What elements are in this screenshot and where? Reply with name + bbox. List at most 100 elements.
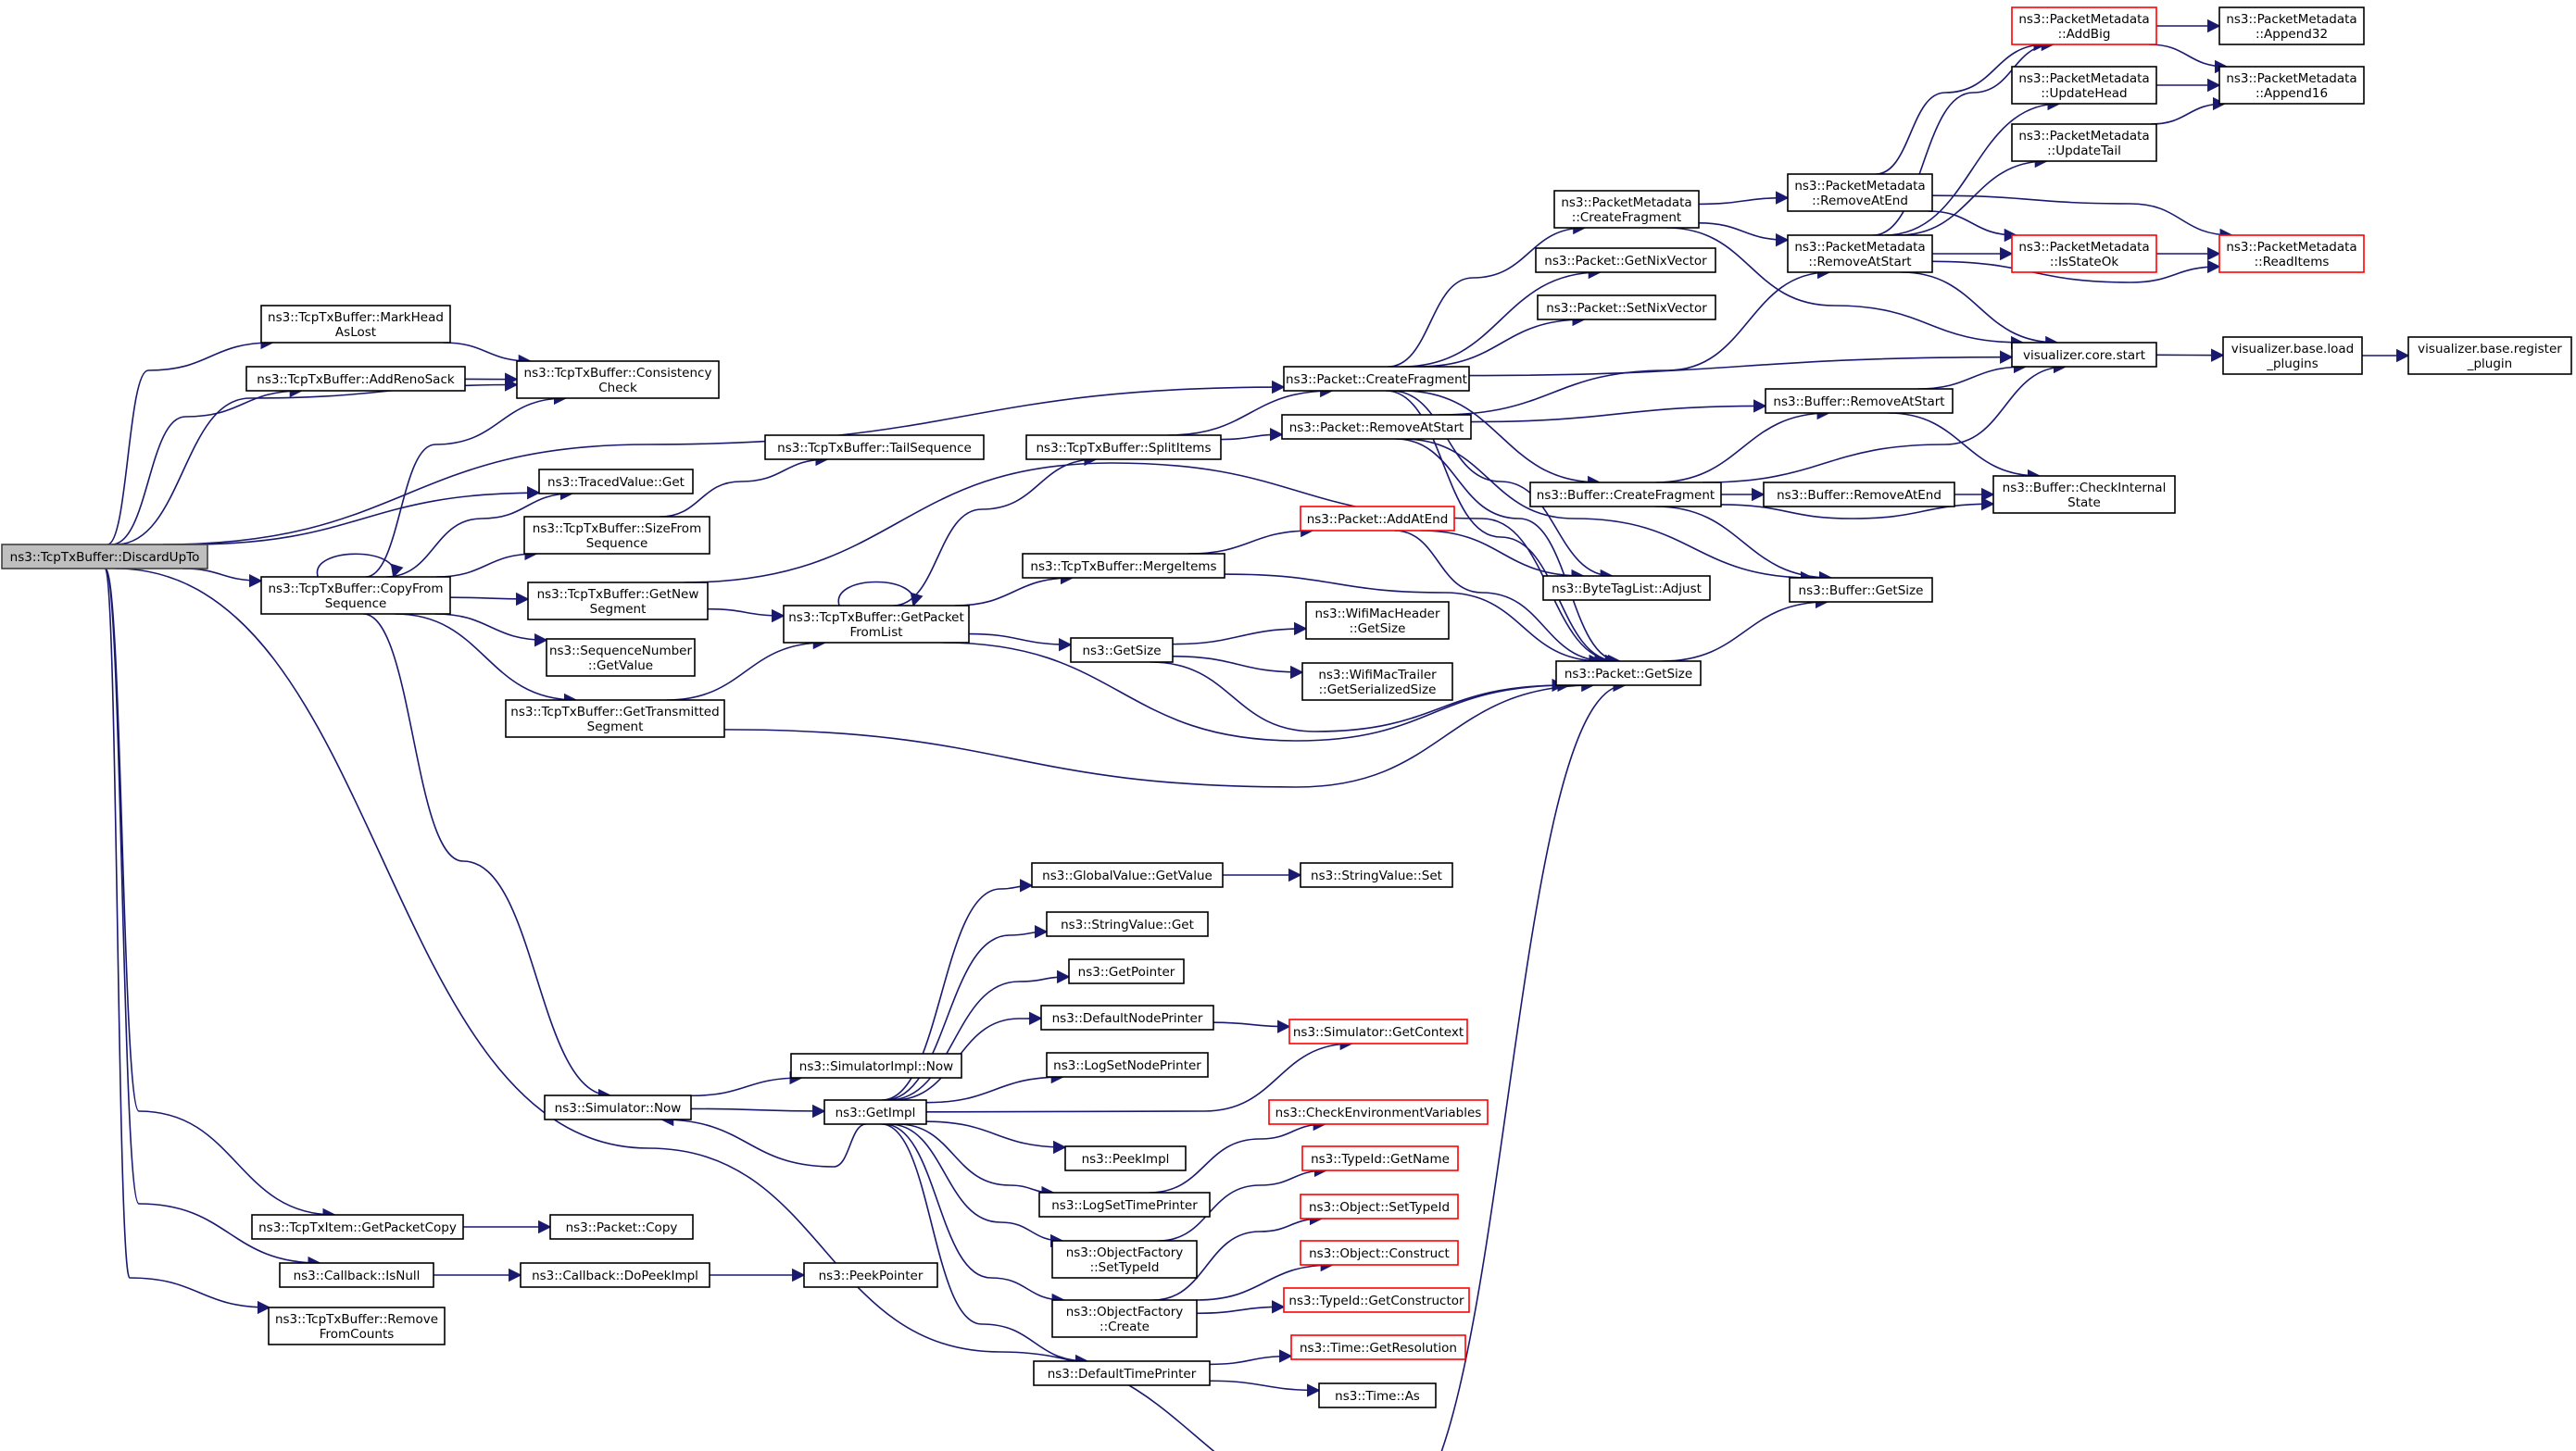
node-defaulttimeprinter[interactable]: ns3::DefaultTimePrinter <box>1033 1360 1211 1386</box>
node-pm_readitems[interactable]: ns3::PacketMetadata::ReadItems <box>2218 234 2365 273</box>
node-label: Sequence <box>325 596 387 611</box>
node-wifimacheader[interactable]: ns3::WifiMacHeader::GetSize <box>1305 601 1450 640</box>
node-getsize_global[interactable]: ns3::GetSize <box>1070 637 1174 663</box>
node-of_settypeid[interactable]: ns3::ObjectFactory::SetTypeId <box>1051 1240 1198 1279</box>
edge-getpacketfromlist-to-pkt_getsize <box>943 642 1571 742</box>
node-logsetnodeprinter[interactable]: ns3::LogSetNodePrinter <box>1046 1052 1209 1078</box>
node-peekpointer[interactable]: ns3::PeekPointer <box>803 1262 938 1288</box>
nodes: ns3::TcpTxBuffer::DiscardUpTons3::TcpTxB… <box>1 6 2572 1408</box>
node-wifimactrailer[interactable]: ns3::WifiMacTrailer::GetSerializedSize <box>1301 662 1453 701</box>
node-label: ns3::Time::GetResolution <box>1300 1341 1457 1356</box>
node-typeid_getctor[interactable]: ns3::TypeId::GetConstructor <box>1283 1287 1470 1313</box>
node-pm_updatehead[interactable]: ns3::PacketMetadata::UpdateHead <box>2011 66 2157 105</box>
node-pm_removeatend[interactable]: ns3::PacketMetadata::RemoveAtEnd <box>1787 173 1933 212</box>
node-box <box>1025 434 1222 460</box>
node-cb_isnull[interactable]: ns3::Callback::IsNull <box>279 1262 434 1288</box>
node-pm_createfrag[interactable]: ns3::PacketMetadata::CreateFragment <box>1553 190 1700 229</box>
node-box <box>1555 660 1702 686</box>
node-time_as[interactable]: ns3::Time::As <box>1318 1382 1437 1408</box>
node-box <box>1068 958 1185 984</box>
node-vis_base_register[interactable]: visualizer.base.register_plugin <box>2407 336 2572 375</box>
node-obj_settypeid[interactable]: ns3::Object::SetTypeId <box>1300 1194 1459 1220</box>
node-time_getres[interactable]: ns3::Time::GetResolution <box>1290 1334 1466 1360</box>
node-box <box>1300 1194 1459 1220</box>
node-pm_append32[interactable]: ns3::PacketMetadata::Append32 <box>2218 6 2365 45</box>
node-buf_removeatend[interactable]: ns3::Buffer::RemoveAtEnd <box>1763 482 1955 507</box>
edge-defaulttimeprinter-to-time_getres <box>1209 1349 1293 1366</box>
node-label: ns3::Simulator::Now <box>555 1101 682 1116</box>
node-getnixvector[interactable]: ns3::Packet::GetNixVector <box>1535 247 1716 273</box>
node-label: visualizer.base.register <box>2418 342 2562 356</box>
node-obj_construct[interactable]: ns3::Object::Construct <box>1300 1240 1459 1266</box>
edge-pkt_createfrag-to-getnixvector <box>1401 265 1602 368</box>
node-label: ns3::TcpTxBuffer::Remove <box>275 1312 438 1327</box>
node-pkt_getsize[interactable]: ns3::Packet::GetSize <box>1555 660 1702 686</box>
node-label: Check <box>598 381 637 395</box>
node-label: ns3::Time::As <box>1335 1389 1420 1404</box>
node-splititems[interactable]: ns3::TcpTxBuffer::SplitItems <box>1025 434 1222 460</box>
node-bytetag_adjust[interactable]: ns3::ByteTagList::Adjust <box>1542 575 1711 601</box>
node-pm_isstateok[interactable]: ns3::PacketMetadata::IsStateOk <box>2011 234 2157 273</box>
node-pkt_removeatstart[interactable]: ns3::Packet::RemoveAtStart <box>1281 414 1472 440</box>
edge-discard-to-consistency <box>115 378 519 545</box>
node-strval_get[interactable]: ns3::StringValue::Get <box>1046 911 1209 937</box>
node-tailseq[interactable]: ns3::TcpTxBuffer::TailSequence <box>764 434 985 460</box>
node-mergeitems[interactable]: ns3::TcpTxBuffer::MergeItems <box>1022 553 1225 579</box>
node-buf_createfrag[interactable]: ns3::Buffer::CreateFragment <box>1529 482 1722 507</box>
node-label: ::SetTypeId <box>1090 1260 1160 1275</box>
node-label: ns3::PeekImpl <box>1082 1152 1170 1167</box>
node-getimpl[interactable]: ns3::GetImpl <box>823 1099 927 1125</box>
node-seqgetvalue[interactable]: ns3::SequenceNumber::GetValue <box>546 638 696 677</box>
node-pm_addbig[interactable]: ns3::PacketMetadata::AddBig <box>2011 6 2157 45</box>
node-sim_getcontext[interactable]: ns3::Simulator::GetContext <box>1288 1019 1468 1044</box>
node-vis_core_start[interactable]: visualizer.core.start <box>2011 342 2157 368</box>
node-label: _plugin <box>2467 356 2513 371</box>
node-of_create[interactable]: ns3::ObjectFactory::Create <box>1051 1299 1198 1338</box>
edge-discard-to-markhead <box>107 335 274 545</box>
node-defaultnodeprinter[interactable]: ns3::DefaultNodePrinter <box>1040 1005 1214 1031</box>
node-label: ns3::Packet::CreateFragment <box>1286 372 1467 387</box>
node-gv_getvalue[interactable]: ns3::GlobalValue::GetValue <box>1031 862 1224 888</box>
edge-copyfrom-to-gettransmitted <box>395 613 578 707</box>
node-box <box>1529 482 1722 507</box>
node-strval_set[interactable]: ns3::StringValue::Set <box>1300 862 1453 888</box>
node-cb_dopeekimpl[interactable]: ns3::Callback::DoPeekImpl <box>520 1262 710 1288</box>
node-typeid_getname[interactable]: ns3::TypeId::GetName <box>1301 1145 1459 1171</box>
node-label: _plugins <box>2266 356 2318 371</box>
node-simimpl_now[interactable]: ns3::SimulatorImpl::Now <box>790 1053 962 1079</box>
node-pkt_createfrag[interactable]: ns3::Packet::CreateFragment <box>1283 366 1470 392</box>
node-pkt_copy[interactable]: ns3::Packet::Copy <box>549 1214 694 1240</box>
node-setnixvector[interactable]: ns3::Packet::SetNixVector <box>1537 294 1716 320</box>
edge-pm_createfrag-to-vis_core_start <box>1666 227 2025 350</box>
node-pkt_addatend[interactable]: ns3::Packet::AddAtEnd <box>1300 506 1455 532</box>
node-sim_now[interactable]: ns3::Simulator::Now <box>544 1095 692 1120</box>
node-label: ::GetValue <box>588 658 653 673</box>
node-addreno[interactable]: ns3::TcpTxBuffer::AddRenoSack <box>245 366 466 392</box>
node-label: ns3::TcpTxItem::GetPacketCopy <box>258 1220 457 1235</box>
node-discard[interactable]: ns3::TcpTxBuffer::DiscardUpTo <box>1 544 208 569</box>
node-txitem_getpacketcopy[interactable]: ns3::TcpTxItem::GetPacketCopy <box>251 1214 464 1240</box>
node-box <box>1 544 208 569</box>
node-getpointer[interactable]: ns3::GetPointer <box>1068 958 1185 984</box>
node-tracedget[interactable]: ns3::TracedValue::Get <box>538 469 694 494</box>
node-checkenv[interactable]: ns3::CheckEnvironmentVariables <box>1268 1099 1489 1125</box>
node-pm_append16[interactable]: ns3::PacketMetadata::Append16 <box>2218 66 2365 105</box>
node-buf_removeatstart[interactable]: ns3::Buffer::RemoveAtStart <box>1765 388 1954 414</box>
node-buf_getsize[interactable]: ns3::Buffer::GetSize <box>1789 577 1933 603</box>
node-pm_updatetail[interactable]: ns3::PacketMetadata::UpdateTail <box>2011 123 2157 162</box>
node-peekimpl[interactable]: ns3::PeekImpl <box>1064 1145 1187 1171</box>
node-logsettimeprinter[interactable]: ns3::LogSetTimePrinter <box>1038 1192 1211 1218</box>
node-vis_base_load[interactable]: visualizer.base.load_plugins <box>2222 336 2363 375</box>
node-label: ns3::ObjectFactory <box>1066 1245 1184 1260</box>
node-pm_removeatstart[interactable]: ns3::PacketMetadata::RemoveAtStart <box>1787 234 1933 273</box>
node-box <box>1789 577 1933 603</box>
